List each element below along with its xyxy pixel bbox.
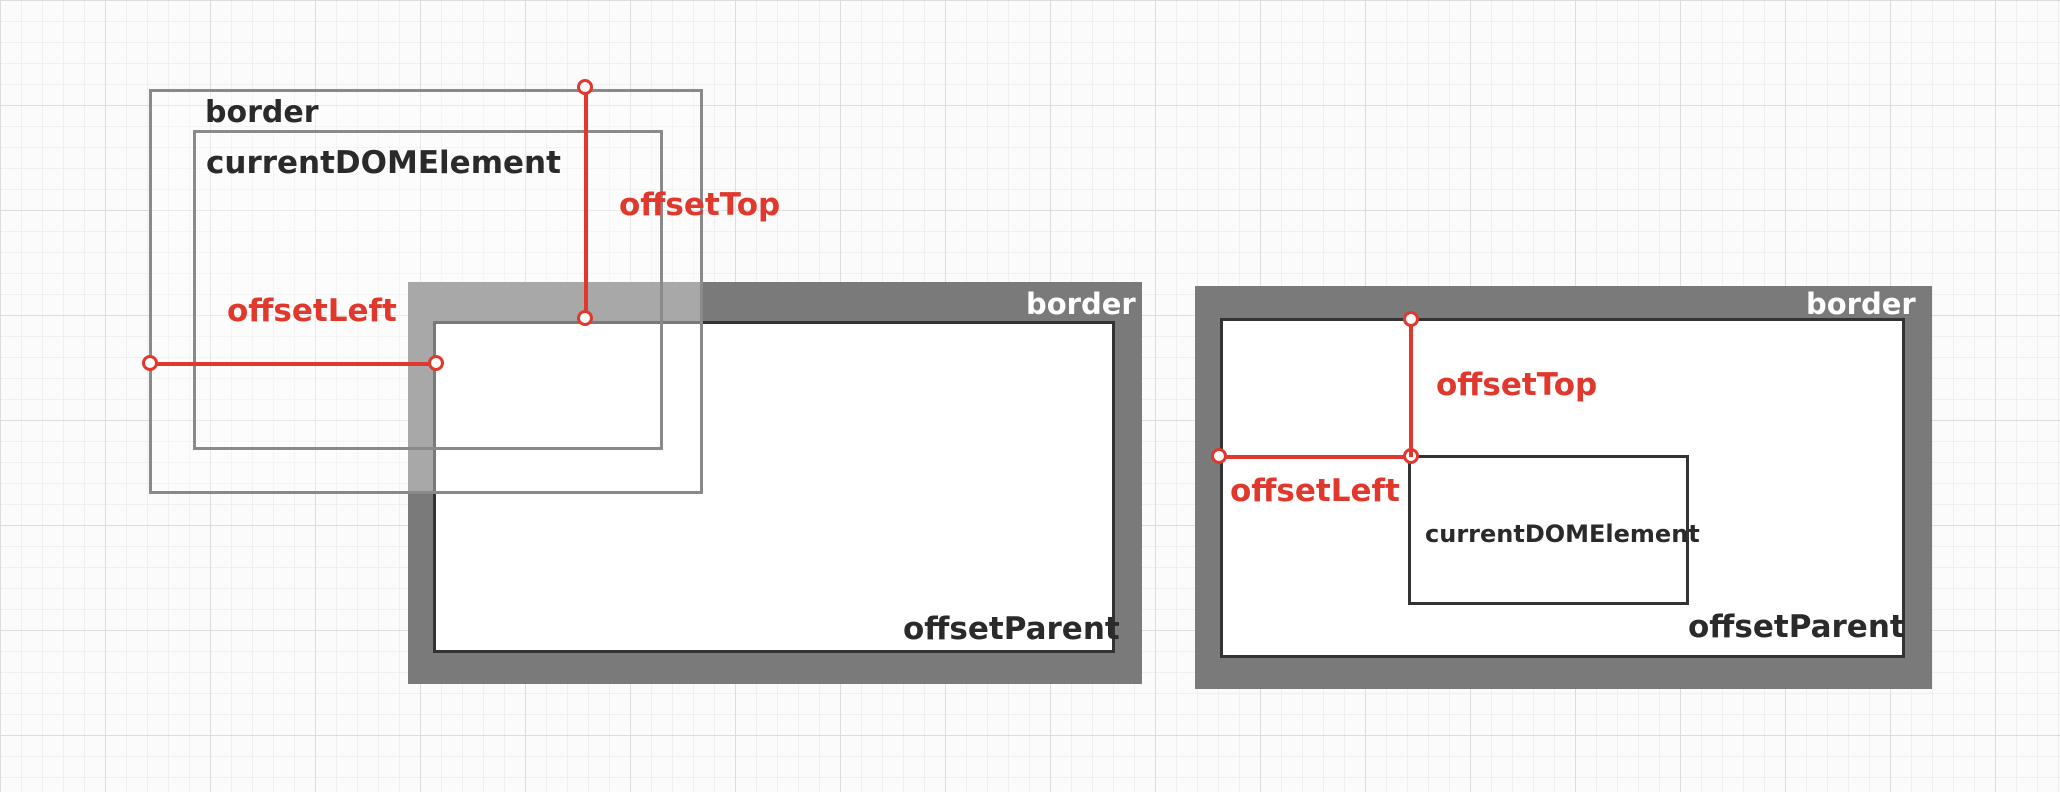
right-offset-left-start-point [1211,448,1227,464]
left-offset-parent-label: offsetParent [903,611,1120,647]
left-element-border-label: border [205,95,319,130]
right-offset-left-label: offsetLeft [1230,473,1400,509]
left-offset-left-end-point [428,355,444,371]
left-offset-parent-border-label: border [1026,287,1136,321]
right-offset-left-line [1220,455,1412,459]
right-offset-top-start-point [1403,311,1419,327]
left-offset-top-label: offsetTop [619,187,781,223]
left-element-border-box [149,89,703,494]
left-offset-top-end-point [577,310,593,326]
left-offset-parent-padding-box [433,321,1115,653]
left-element-label: currentDOMElement [206,145,561,181]
left-element-inner-box [193,130,663,450]
left-offset-left-line [151,362,437,366]
right-element-box [1408,455,1689,605]
left-offset-left-start-point [142,355,158,371]
right-offset-parent-border-label: border [1806,287,1916,321]
right-element-label: currentDOMElement [1425,520,1700,548]
left-offset-top-line [584,88,588,318]
right-offset-top-label: offsetTop [1436,367,1598,403]
right-offset-top-line [1409,319,1413,457]
left-offset-top-start-point [577,79,593,95]
right-offset-parent-label: offsetParent [1688,609,1905,645]
left-offset-left-label: offsetLeft [227,293,397,329]
